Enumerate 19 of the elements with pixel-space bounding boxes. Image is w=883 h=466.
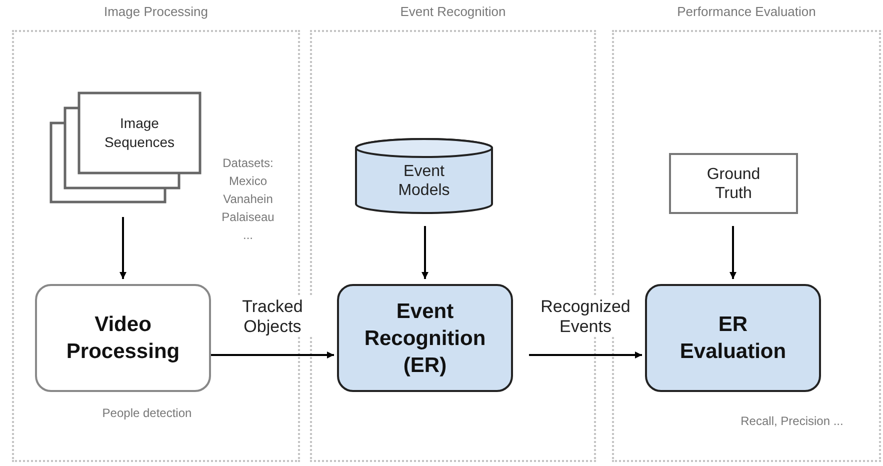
arrow <box>211 352 334 358</box>
node-label: Ground Truth <box>706 164 762 202</box>
node-label: ER Evaluation <box>678 312 788 365</box>
node-label: Event Models <box>397 162 451 200</box>
arrow <box>422 226 428 279</box>
node-label: Image Sequences <box>103 114 176 152</box>
process-box <box>337 284 513 392</box>
panel-heading: Performance Evaluation <box>677 4 816 19</box>
node-label: Video Processing <box>65 312 181 365</box>
arrow <box>529 352 642 358</box>
note-text: People detection <box>101 405 193 422</box>
input-box <box>669 153 798 214</box>
panel-heading: Event Recognition <box>400 4 506 19</box>
note-text: Datasets: Mexico Vanahein Palaiseau ... <box>220 155 276 244</box>
panel-heading: Image Processing <box>104 4 208 19</box>
note-text: Recall, Precision ... <box>740 413 844 430</box>
arrow <box>120 217 126 279</box>
node-label: Event Recognition (ER) <box>363 298 487 378</box>
arrow <box>730 226 736 279</box>
